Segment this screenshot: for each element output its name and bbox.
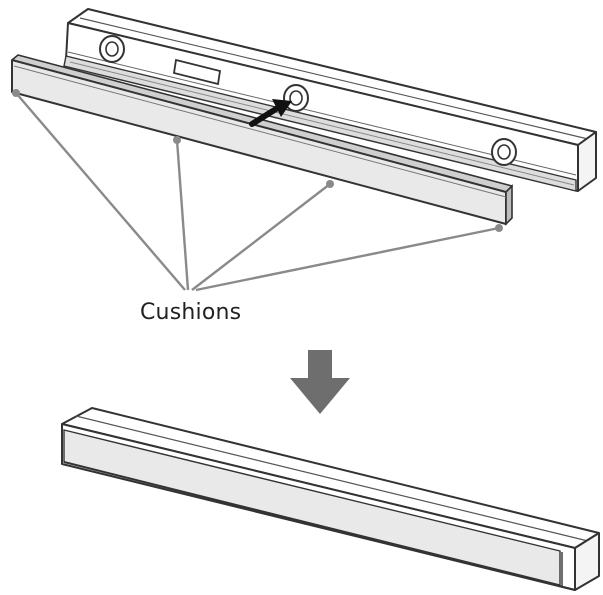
cushion-strip-end: [505, 184, 513, 226]
soundbar-before: [63, 8, 597, 192]
soundbar-after-top-line: [75, 415, 589, 542]
arrow-down-icon: [290, 350, 350, 414]
soundbar-end-cap: [577, 131, 597, 192]
soundbar-top-edge-line: [79, 17, 589, 140]
cushion-leader-lines: [15, 92, 500, 292]
cushion-strip: [11, 54, 513, 226]
mount-hole-center: [283, 84, 309, 112]
soundbar-after: [61, 407, 600, 591]
mount-hole-right: [491, 138, 517, 166]
mount-hole-left: [99, 35, 125, 63]
soundbar-after-end-cap: [574, 532, 600, 591]
soundbar-after-pad: [63, 429, 561, 586]
soundbar-after-bottom-line: [63, 461, 576, 591]
cushion-leader-dots: [12, 89, 503, 232]
cushions-label: Cushions: [140, 300, 242, 325]
cushion-strip-inner-line: [13, 65, 507, 198]
arrow-right-icon: [249, 99, 292, 127]
soundbar-groove-line-2: [69, 61, 575, 186]
soundbar-slot: [172, 58, 222, 86]
